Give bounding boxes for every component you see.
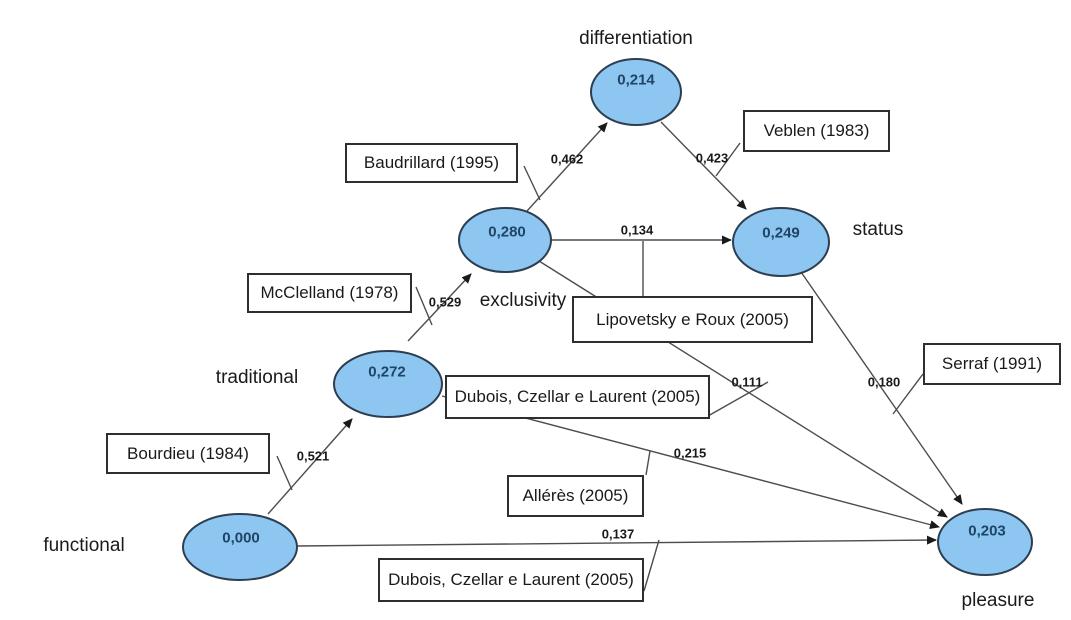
edge-weight-traditional-pleasure: 0,215	[673, 445, 707, 461]
node-value-exclusivity: 0,280	[488, 223, 526, 241]
reference-label: Veblen (1983)	[763, 121, 870, 140]
node-ellipse-status	[732, 207, 830, 277]
node-label-traditional: traditional	[215, 367, 299, 388]
reference-box-alleres: Allérès (2005)	[507, 475, 644, 517]
connector-dubois-bottom	[643, 539, 660, 592]
reference-label: Bourdieu (1984)	[127, 443, 249, 463]
edge-status-pleasure	[800, 271, 963, 505]
node-value-differentiation: 0,214	[617, 71, 655, 89]
edge-weight-differentiation-status: 0,423	[695, 150, 729, 166]
edge-weight-functional-pleasure: 0,137	[601, 526, 635, 542]
edge-weight-exclusivity-differentiation: 0,462	[550, 151, 584, 167]
node-ellipse-differentiation	[590, 58, 682, 126]
edge-functional-traditional	[267, 418, 353, 515]
reference-label: Allérès (2005)	[522, 486, 629, 505]
reference-box-lipovetsky: Lipovetsky e Roux (2005)	[572, 296, 813, 343]
edge-weight-exclusivity-pleasure: 0,111	[731, 374, 763, 390]
connector-veblen	[715, 142, 741, 177]
edge-weight-status-pleasure: 0,180	[867, 374, 901, 390]
node-ellipse-traditional	[333, 350, 443, 418]
edge-functional-pleasure	[296, 535, 937, 547]
edge-differentiation-status	[660, 121, 747, 210]
connector-mcclelland	[415, 286, 433, 326]
reference-box-serraf: Serraf (1991)	[923, 343, 1061, 385]
node-label-pleasure: pleasure	[961, 590, 1035, 611]
connector-alleres	[645, 450, 651, 476]
node-value-traditional: 0,272	[368, 363, 406, 381]
node-ellipse-functional	[182, 513, 298, 581]
reference-box-veblen: Veblen (1983)	[743, 110, 890, 152]
edge-weight-exclusivity-status: 0,134	[620, 222, 654, 238]
connector-serraf	[892, 373, 924, 415]
reference-label: McClelland (1978)	[260, 283, 399, 302]
node-value-pleasure: 0,203	[968, 522, 1006, 540]
node-ellipse-pleasure	[937, 508, 1033, 576]
reference-label: Baudrillard (1995)	[363, 153, 500, 172]
reference-box-mcclelland: McClelland (1978)	[247, 273, 412, 313]
node-value-functional: 0,000	[222, 529, 260, 547]
node-ellipse-exclusivity	[458, 207, 552, 273]
edge-exclusivity-differentiation	[526, 122, 608, 212]
node-label-functional: functional	[43, 535, 125, 556]
reference-label: Serraf (1991)	[941, 354, 1043, 373]
reference-box-dubois-mid: Dubois, Czellar e Laurent (2005)	[445, 375, 710, 419]
connector-dubois-mid	[707, 381, 769, 417]
node-value-status: 0,249	[762, 224, 800, 242]
connector-bourdieu	[276, 455, 293, 491]
reference-label: Lipovetsky e Roux (2005)	[596, 309, 789, 329]
reference-box-baudrillard: Baudrillard (1995)	[345, 143, 518, 183]
reference-box-bourdieu: Bourdieu (1984)	[106, 433, 270, 474]
node-label-differentiation: differentiation	[579, 28, 693, 49]
node-label-status: status	[852, 219, 904, 240]
edge-weight-traditional-exclusivity: 0,529	[428, 294, 462, 310]
reference-box-dubois-bottom: Dubois, Czellar e Laurent (2005)	[378, 558, 644, 602]
edge-traditional-exclusivity	[407, 273, 472, 342]
edge-weight-functional-traditional: 0,521	[296, 448, 330, 464]
node-label-exclusivity: exclusivity	[479, 290, 567, 311]
connector-baudrillard	[523, 165, 541, 201]
reference-label: Dubois, Czellar e Laurent (2005)	[388, 570, 634, 589]
reference-label: Dubois, Czellar e Laurent (2005)	[454, 387, 701, 406]
